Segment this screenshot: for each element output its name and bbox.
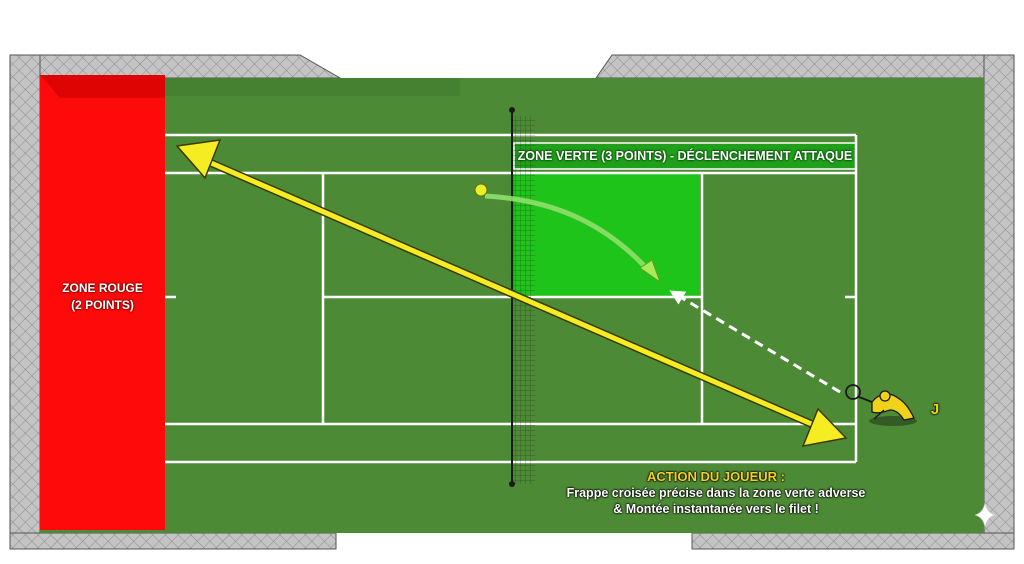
action-caption: ACTION DU JOUEUR : Frappe croisée précis… <box>536 469 896 517</box>
red-zone <box>40 75 165 530</box>
player-racket-handle <box>858 396 873 403</box>
red-zone-label-line2: (2 POINTS) <box>71 298 134 312</box>
ball <box>474 183 488 197</box>
crosscourt-arrow <box>175 139 848 447</box>
shot-trajectory-arrow <box>484 193 662 284</box>
wall-bottom-right <box>691 532 1015 550</box>
action-title: ACTION DU JOUEUR : <box>647 469 785 484</box>
crosscourt-arrow-shaft-fill <box>192 153 833 435</box>
crosscourt-arrowhead-right <box>801 407 848 447</box>
red-zone-label: ZONE ROUGE (2 POINTS) <box>40 280 165 314</box>
sparkle-icon <box>974 502 996 528</box>
wall-right <box>983 54 1015 534</box>
green-zone-label: ZONE VERTE (3 POINTS) - DÉCLENCHEMENT AT… <box>517 149 853 163</box>
perimeter-walls <box>9 54 1015 550</box>
red-zone-top-shading <box>40 75 165 98</box>
net-post-top <box>509 107 515 113</box>
player-label: J <box>930 401 940 418</box>
player-head <box>879 390 891 402</box>
red-zone-label-line1: ZONE ROUGE <box>62 281 143 295</box>
wall-top-left <box>9 54 342 79</box>
wall-left <box>9 54 41 534</box>
crosscourt-arrowhead-left <box>175 139 222 180</box>
action-line-2: & Montée instantanée vers le filet ! <box>613 502 819 516</box>
player-run-arrow <box>669 290 841 394</box>
wall-bottom-left <box>9 532 337 550</box>
wall-top-right <box>595 54 1015 79</box>
shot-trajectory-path <box>484 193 652 274</box>
action-line-1: Frappe croisée précise dans la zone vert… <box>566 486 866 500</box>
net-post-bottom <box>509 481 515 487</box>
player-leg <box>873 409 885 420</box>
player-figure <box>845 384 917 426</box>
player-racket <box>845 384 861 400</box>
shot-arrowhead <box>639 259 662 284</box>
